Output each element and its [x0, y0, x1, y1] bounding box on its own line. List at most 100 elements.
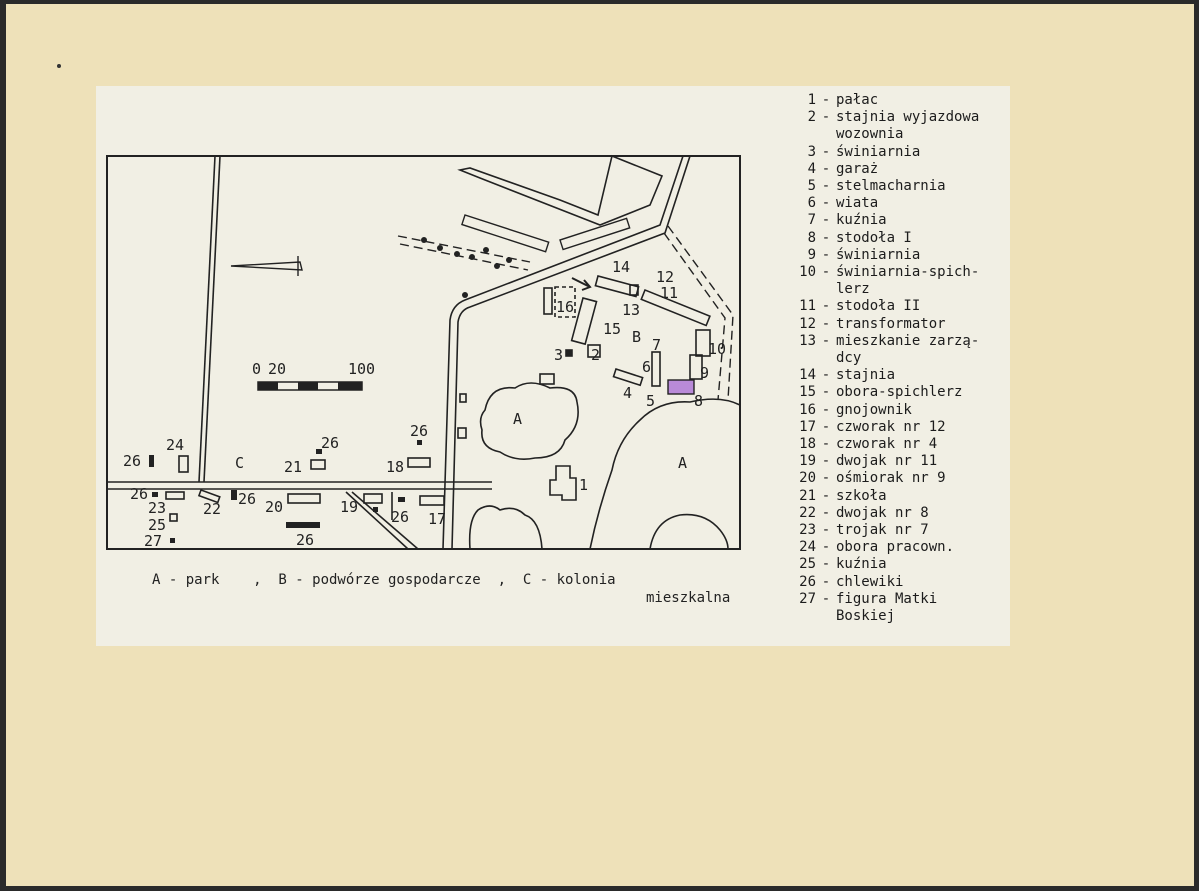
num-19: 19 — [340, 498, 358, 516]
legend-dash: - — [821, 436, 831, 453]
legend-item: 14-stajnia — [778, 367, 1010, 384]
legend-text: czworak nr 4 — [836, 436, 938, 453]
legend-text: stajnia wyjazdowa wozownia — [836, 109, 980, 143]
north-arrow — [230, 256, 303, 276]
colony-buildings — [165, 455, 445, 522]
legend-text: stodoła II — [836, 298, 921, 315]
building-2-inner — [461, 214, 550, 253]
legend-text: świniarnia — [836, 143, 921, 160]
num-26-e: 26 — [238, 490, 256, 508]
legend-text: trojak nr 7 — [836, 522, 929, 539]
park-a-right — [589, 398, 741, 550]
legend-item: 3-świniarnia — [778, 144, 1010, 161]
roads — [107, 155, 691, 550]
legend-dash: - — [821, 470, 831, 487]
legend-number: 19 — [799, 453, 816, 470]
num-9: 9 — [700, 364, 709, 382]
num-2: 2 — [591, 346, 600, 364]
num-25: 25 — [148, 516, 166, 534]
legend-text: czworak nr 12 — [836, 418, 946, 435]
legend-dash: - — [821, 298, 831, 315]
num-26-c: 26 — [410, 422, 428, 440]
num-11: 11 — [660, 284, 678, 302]
legend-item: 27-figura Matki Boskiej — [778, 591, 1010, 625]
tree-dots — [421, 237, 512, 298]
legend-number: 15 — [799, 384, 816, 401]
farmyard-arrow — [571, 277, 592, 291]
scale-label-20: 20 — [268, 360, 286, 378]
legend-item: 11-stodoła II — [778, 298, 1010, 315]
legend-text: stelmacharnia — [836, 178, 946, 195]
zone-a-right: A — [678, 454, 687, 472]
legend-item: 20-ośmiorak nr 9 — [778, 470, 1010, 487]
caption-line-1: A - park , B - podwórze gospodarcze , C … — [152, 572, 616, 588]
num-6: 6 — [642, 358, 651, 376]
legend-dash: - — [821, 487, 831, 504]
legend-dash: - — [821, 332, 831, 349]
num-17: 17 — [428, 510, 446, 528]
legend-text: wiata — [836, 195, 879, 212]
colony-sheds — [149, 440, 422, 543]
legend-dash: - — [821, 539, 831, 556]
num-18: 18 — [386, 458, 404, 476]
legend-dash: - — [821, 418, 831, 435]
legend-number: 1 — [807, 92, 816, 108]
legend-item: 24-obora pracown. — [778, 539, 1010, 556]
legend-dash: - — [821, 143, 831, 160]
legend-dash: - — [821, 195, 831, 212]
legend-item: 17-czworak nr 12 — [778, 419, 1010, 436]
legend-text: obora-spichlerz — [836, 384, 963, 401]
legend-dash: - — [821, 573, 831, 590]
scale-bar — [257, 381, 363, 391]
num-26-g: 26 — [296, 531, 314, 549]
legend-item: 1-pałac — [778, 92, 1010, 109]
legend-item: 2-stajnia wyjazdowa wozownia — [778, 109, 1010, 143]
legend-item: 22-dwojak nr 8 — [778, 505, 1010, 522]
scale-label-100: 100 — [348, 360, 375, 378]
legend-dash: - — [821, 92, 831, 108]
building-2-wing — [559, 217, 631, 251]
legend-number: 24 — [799, 539, 816, 556]
legend-number: 5 — [807, 178, 816, 195]
num-27: 27 — [144, 532, 162, 550]
num-8: 8 — [694, 392, 703, 410]
legend-number: 12 — [799, 315, 816, 332]
legend-item: 6-wiata — [778, 195, 1010, 212]
legend-number: 8 — [807, 229, 816, 246]
num-3: 3 — [554, 346, 563, 364]
legend-item: 4-garaż — [778, 161, 1010, 178]
legend-number: 25 — [799, 556, 816, 573]
legend-item: 25-kuźnia — [778, 556, 1010, 573]
legend-dash: - — [821, 229, 831, 246]
legend-number: 3 — [807, 143, 816, 160]
scale-label-0: 0 — [252, 360, 261, 378]
building-2 — [457, 154, 664, 226]
legend-dash: - — [821, 590, 831, 607]
legend-dash: - — [821, 160, 831, 177]
legend-dash: - — [821, 384, 831, 401]
park-a-bottom — [468, 505, 543, 550]
legend-text: kuźnia — [836, 212, 887, 229]
num-12: 12 — [656, 268, 674, 286]
legend-number: 26 — [799, 573, 816, 590]
legend-item: 26-chlewiki — [778, 574, 1010, 591]
map-frame — [106, 155, 741, 550]
park-a-left — [479, 382, 579, 460]
legend-number: 11 — [799, 298, 816, 315]
num-15: 15 — [603, 320, 621, 338]
legend-item: 19-dwojak nr 11 — [778, 453, 1010, 470]
legend-number: 14 — [799, 367, 816, 384]
legend-text: obora pracown. — [836, 539, 955, 556]
num-14: 14 — [612, 258, 630, 276]
legend-dash: - — [821, 504, 831, 521]
num-13: 13 — [622, 301, 640, 319]
building-numbers: 1 2 3 4 5 6 7 8 9 10 11 12 13 14 15 16 1… — [123, 258, 726, 550]
legend-text: świniarnia — [836, 246, 921, 263]
legend-number: 22 — [799, 504, 816, 521]
num-26-a: 26 — [123, 452, 141, 470]
legend-number: 10 — [799, 264, 816, 281]
num-23: 23 — [148, 499, 166, 517]
map-paper — [96, 86, 1010, 646]
